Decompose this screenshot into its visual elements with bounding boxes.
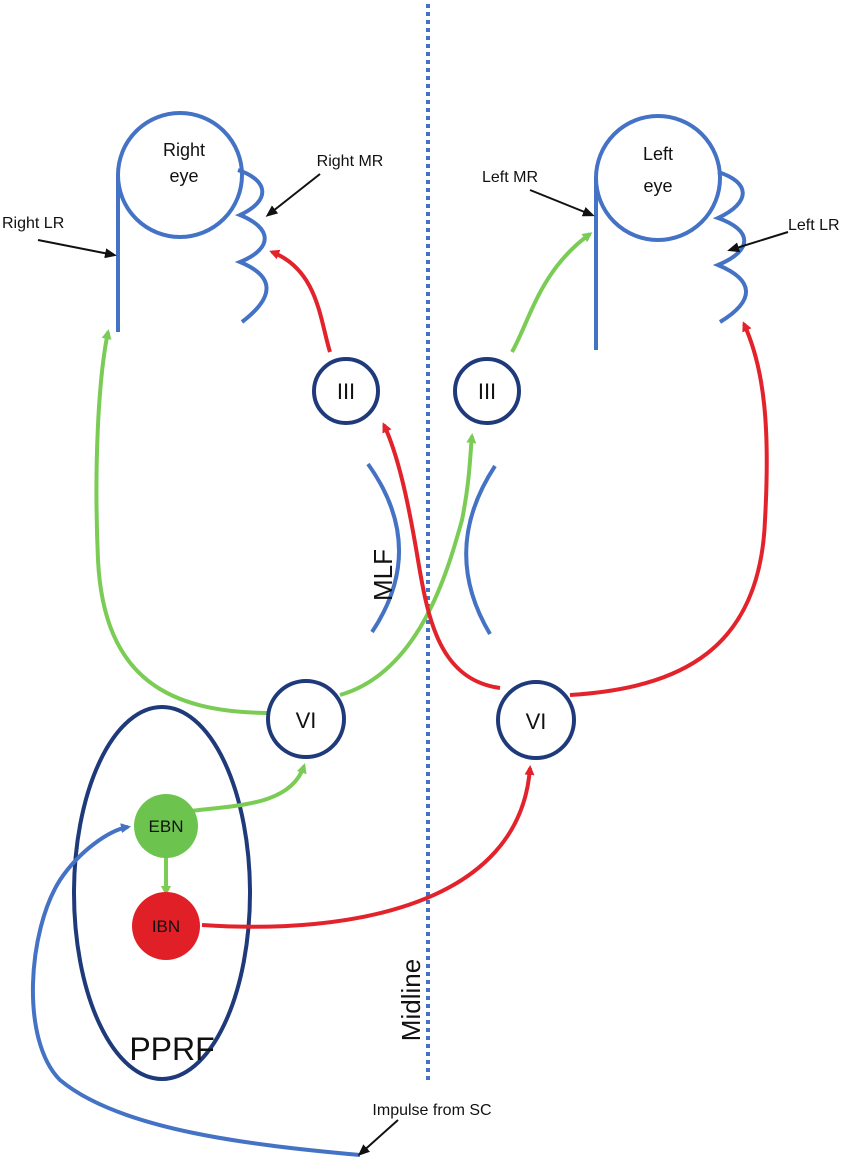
left-lr-pointer (727, 231, 789, 253)
left-lr-muscle (712, 170, 748, 324)
mlf-label: MLF (368, 549, 398, 601)
left-iii-nucleus (453, 357, 521, 425)
red-path-left-vi-to-right-iii (382, 422, 501, 690)
pprf-label: PPRF (129, 1031, 214, 1067)
left-mr-label: Left MR (482, 169, 538, 186)
right-lr-pointer (37, 239, 117, 259)
right-eye-label-line1: Right (163, 140, 205, 160)
green-path-left-iii-to-left-mr (510, 232, 593, 353)
ibn-cell (132, 892, 200, 960)
left-iii-label: III (478, 379, 496, 404)
blue-path-impulse-from-sc (31, 823, 361, 1157)
left-eye-label-line1: Left (643, 144, 673, 164)
right-vi-nucleus (266, 679, 346, 759)
green-path-vi-to-left-iii (339, 433, 477, 697)
right-mr-label: Right MR (317, 153, 384, 170)
red-path-left-vi-to-left-lr (569, 321, 769, 697)
left-vi-label: VI (526, 709, 547, 734)
mlf-arc-right (366, 462, 401, 634)
ibn-label: IBN (152, 917, 180, 936)
right-mr-muscle (234, 168, 269, 324)
impulse-pointer (357, 1119, 399, 1157)
right-iii-nucleus (312, 357, 380, 425)
mlf-arc-left (464, 464, 497, 636)
right-lr-label: Right LR (2, 215, 64, 232)
green-path-vi-to-right-lr (94, 329, 269, 715)
left-lr-label: Left LR (788, 217, 840, 234)
left-vi-nucleus (496, 680, 576, 760)
midline-label: Midline (396, 959, 426, 1041)
red-path-right-iii-to-right-mr (269, 249, 332, 353)
pprf-ellipse (72, 705, 252, 1081)
right-mr-pointer (265, 173, 321, 217)
ebn-cell (134, 794, 198, 858)
right-eye-label-line2: eye (169, 166, 198, 186)
left-mr-pointer (529, 189, 595, 217)
green-path-ebn-to-right-vi (183, 763, 307, 814)
right-iii-label: III (337, 379, 355, 404)
left-eye-label-line2: eye (643, 176, 672, 196)
red-path-ibn-to-left-vi (201, 765, 535, 929)
ebn-label: EBN (149, 817, 184, 836)
impulse-label: Impulse from SC (372, 1102, 491, 1119)
right-vi-label: VI (296, 708, 317, 733)
